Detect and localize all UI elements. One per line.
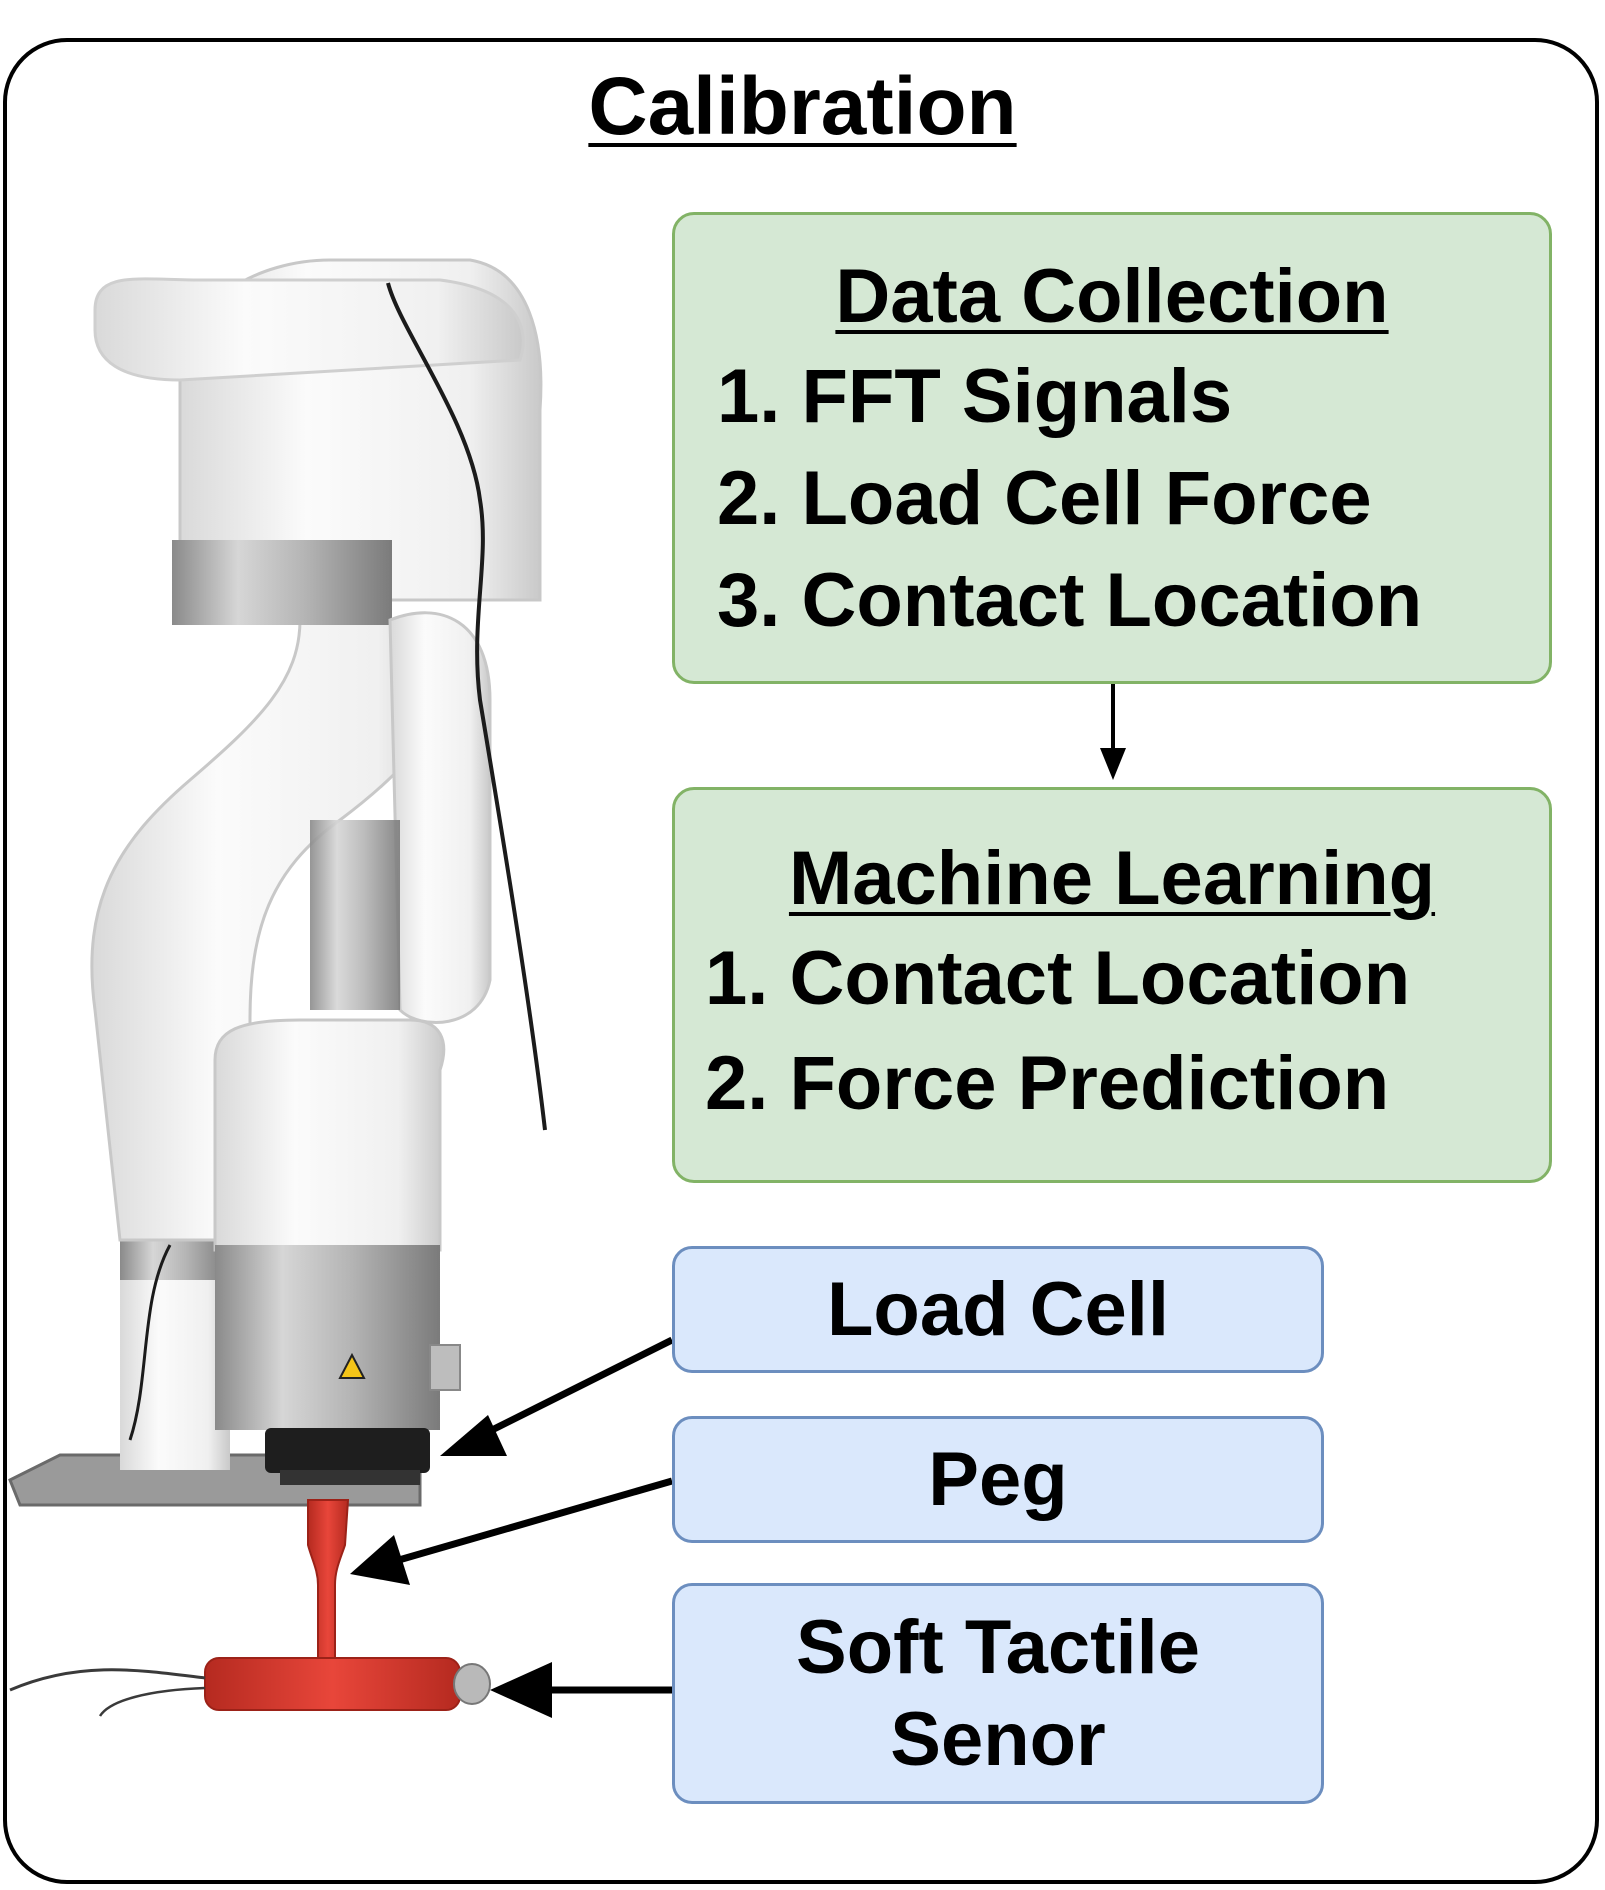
page-title: Calibration: [588, 61, 1017, 152]
sensor-wires: [9, 1668, 206, 1692]
peg-label: Peg: [928, 1436, 1068, 1522]
soft-tactile-sensor: [204, 1657, 461, 1711]
elbow-metal-ring: [310, 820, 400, 1010]
sensor-label-line2: Senor: [890, 1696, 1106, 1782]
sensor-label-line1: Soft Tactile: [796, 1605, 1200, 1691]
load-cell-label: Load Cell: [826, 1266, 1170, 1352]
wrist-connector: [429, 1344, 461, 1391]
base-ring: [120, 1235, 230, 1280]
data-collection-item: 2. Load Cell Force: [717, 456, 1372, 541]
data-collection-item: 3. Contact Location: [717, 558, 1423, 643]
data-collection-box: Data Collection 1. FFT Signals 2. Load C…: [672, 212, 1552, 684]
robot-wrist: [213, 1018, 446, 1252]
arrow-peg: [391, 1477, 673, 1566]
robot-cable: [386, 282, 547, 1131]
peg-label-box: Peg: [672, 1416, 1324, 1543]
data-collection-heading: Data Collection: [835, 254, 1389, 339]
robot-base: [120, 1230, 230, 1470]
load-cell-flange: [265, 1428, 430, 1473]
upper-metal-ring: [172, 540, 392, 625]
arrow-load-cell: [478, 1336, 674, 1440]
load-cell-label-box: Load Cell: [672, 1246, 1324, 1373]
robot-shoulder: [93, 277, 525, 382]
warning-sticker-icon: [338, 1352, 366, 1379]
machine-learning-item: 2. Force Prediction: [705, 1041, 1390, 1126]
machine-learning-heading: Machine Learning: [788, 836, 1436, 921]
peg: [307, 1499, 350, 1661]
machine-learning-item: 1. Contact Location: [705, 936, 1411, 1021]
data-collection-item: 1. FFT Signals: [717, 354, 1233, 439]
robot-elbow: [388, 611, 492, 1024]
soft-tactile-sensor-label-box: Soft Tactile Senor: [672, 1583, 1324, 1804]
wrist-metal-ring: [215, 1245, 440, 1430]
machine-learning-box: Machine Learning 1. Contact Location 2. …: [672, 787, 1552, 1183]
